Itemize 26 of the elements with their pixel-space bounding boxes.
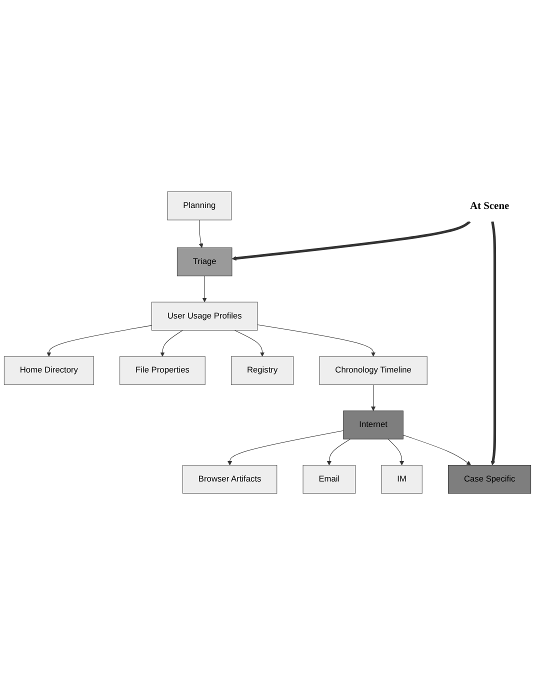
arrow (202, 275, 207, 302)
arrow (402, 434, 472, 466)
arrow (388, 438, 404, 466)
arrow (160, 330, 183, 356)
node-box: Home Directory (4, 356, 94, 385)
node-box: User Usage Profiles (151, 302, 258, 330)
node-box: File Properties (120, 356, 206, 385)
arrow (46, 324, 152, 356)
arrow (198, 219, 204, 248)
node-text: At Scene (470, 200, 510, 212)
arrow (228, 430, 344, 466)
arrow (371, 384, 376, 411)
node-box: Chronology Timeline (319, 356, 428, 385)
node-box: Internet (343, 410, 404, 440)
node-box: Email (302, 464, 356, 494)
arrow (326, 438, 351, 466)
arrow (257, 324, 376, 356)
node-box: Registry (231, 356, 294, 385)
node-box: Triage (176, 247, 232, 276)
node-box: Planning (167, 191, 232, 220)
arrow (234, 330, 265, 356)
node-box: IM (381, 464, 422, 494)
node-box: Browser Artifacts (182, 464, 278, 494)
arrow (232, 220, 471, 260)
arrow (490, 221, 496, 466)
node-box: Case Specific (448, 464, 532, 494)
